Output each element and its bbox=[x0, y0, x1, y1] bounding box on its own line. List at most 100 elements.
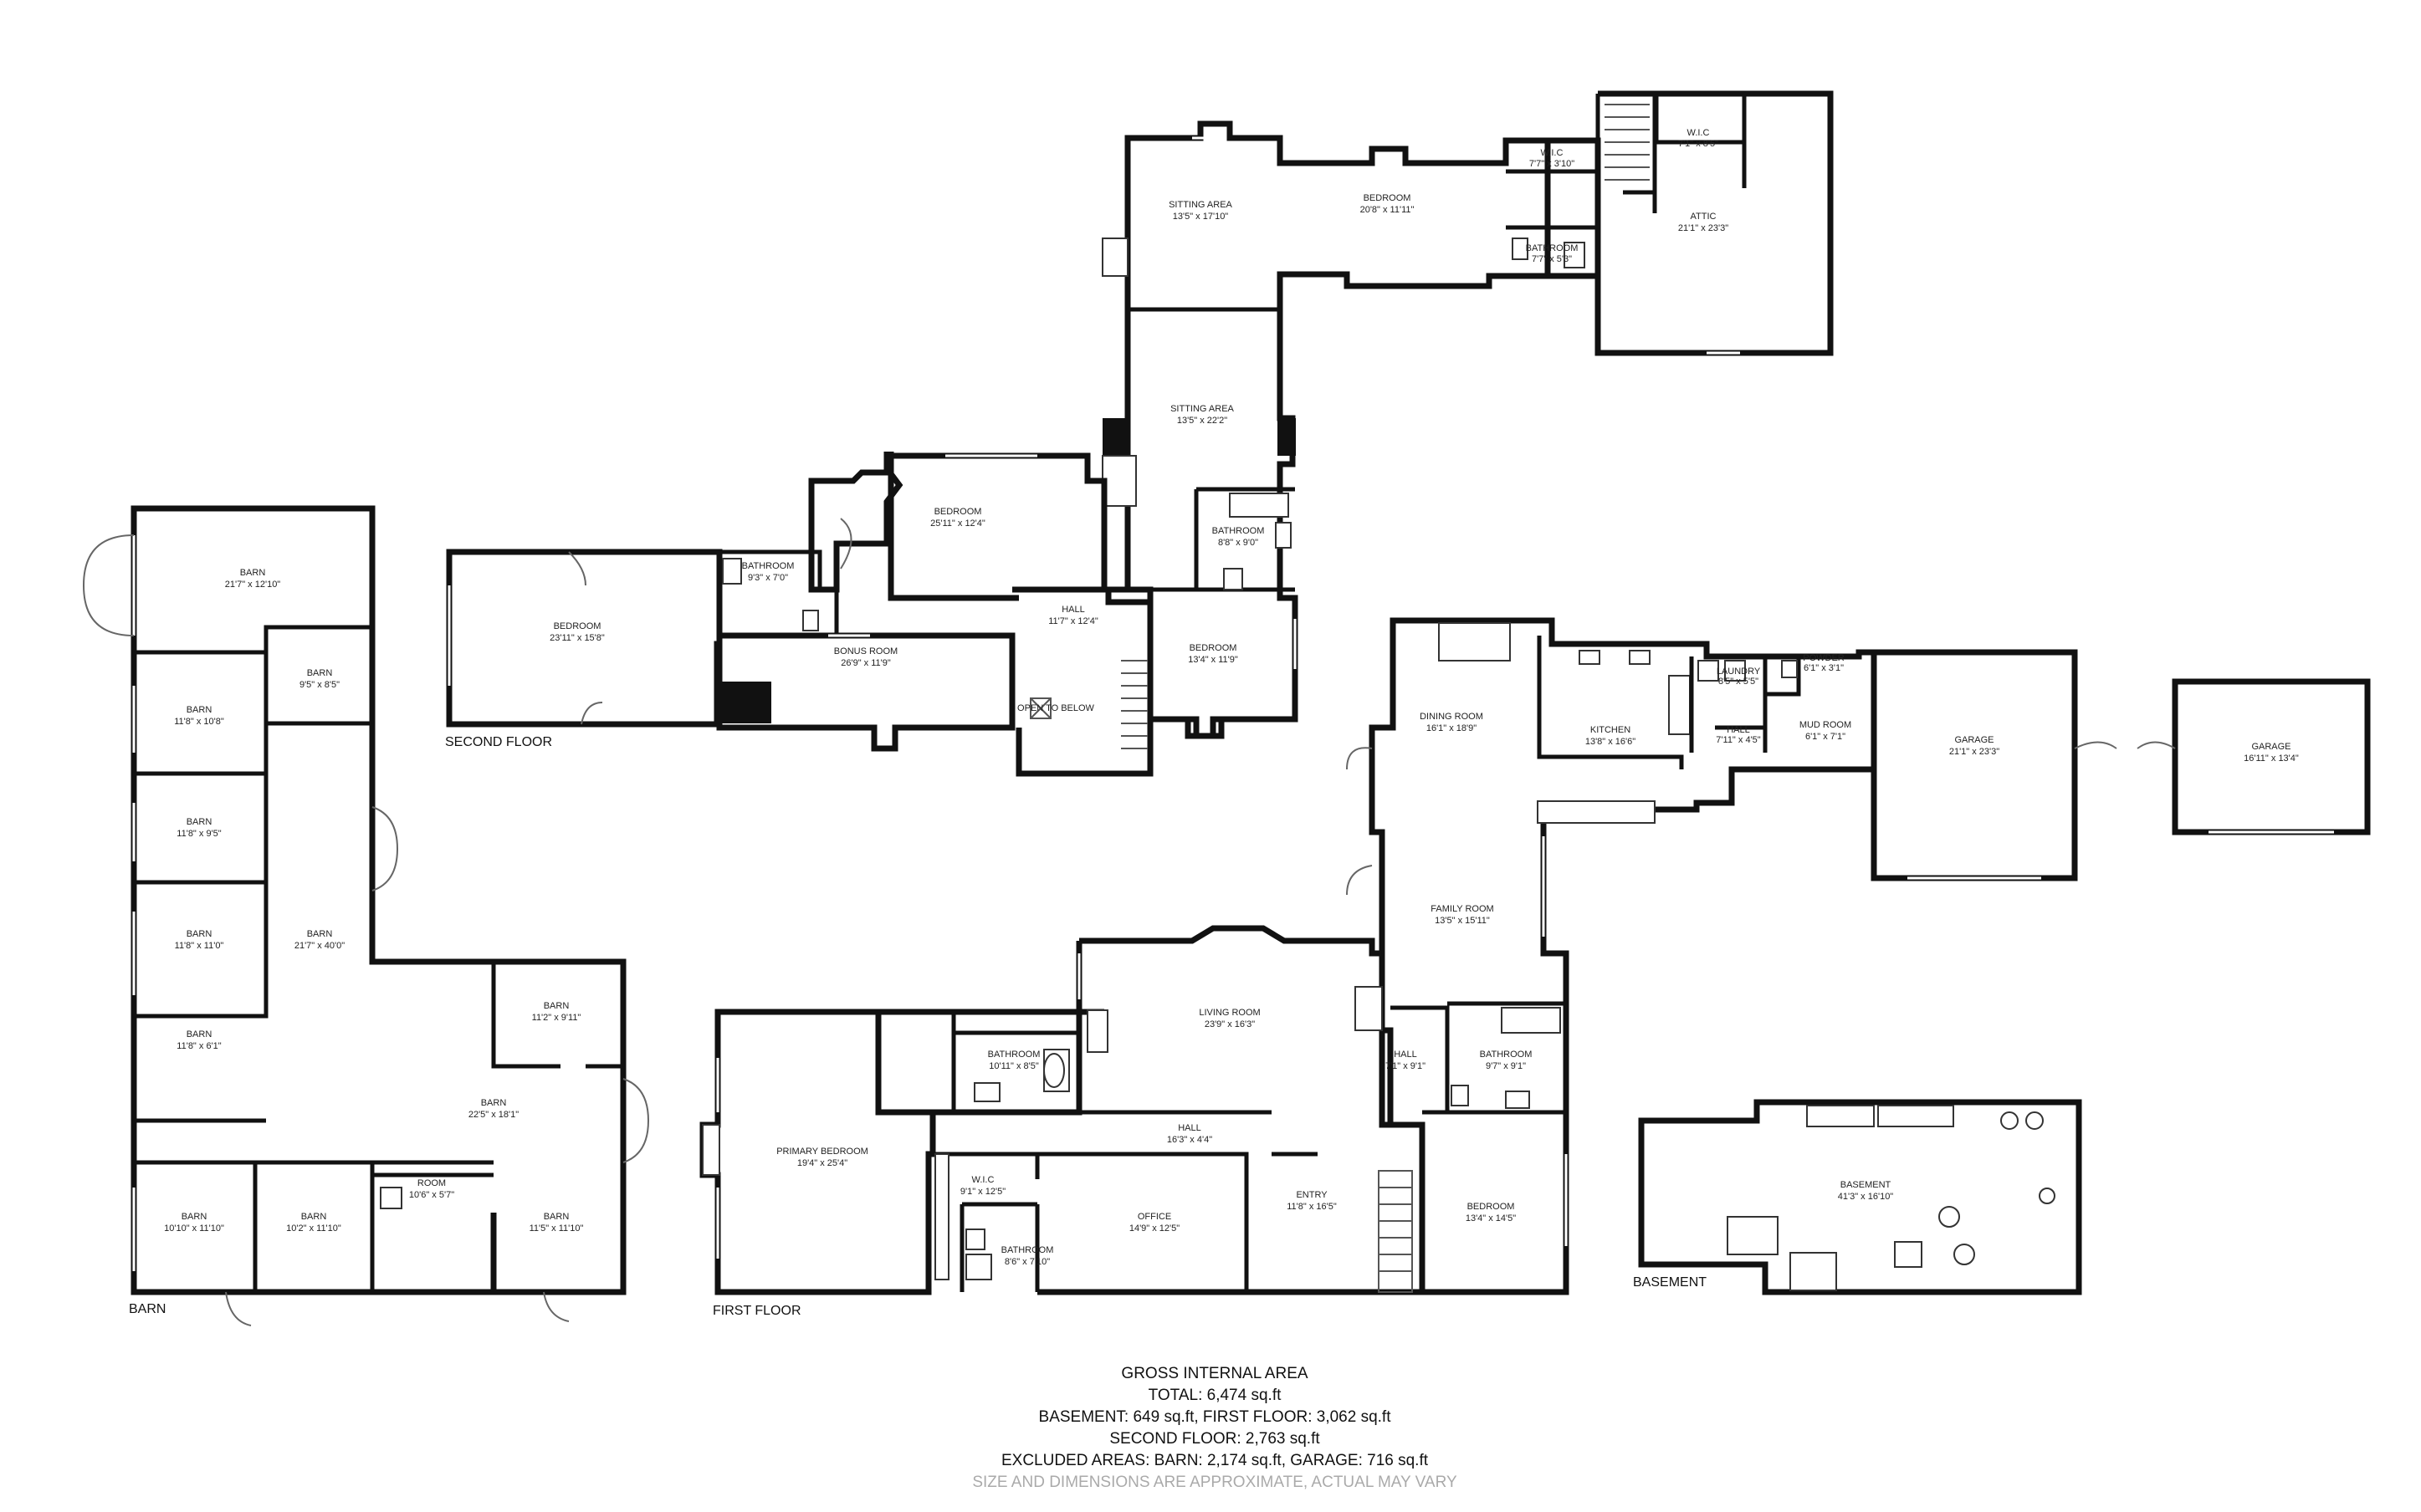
room-name: BARN bbox=[182, 1212, 207, 1222]
room-dimension: 7'1" x 8'5" bbox=[1678, 139, 1718, 149]
room-dimension: 7'11" x 4'5" bbox=[1716, 735, 1760, 745]
room-dimension: 11'8" x 11'0" bbox=[175, 941, 224, 951]
room-dimension: 21'7" x 12'10" bbox=[225, 580, 281, 590]
room-name: SITTING AREA bbox=[1170, 404, 1234, 414]
room-dimension: 10'2" x 11'10" bbox=[286, 1223, 341, 1234]
room-dimension: 13'5" x 22'2" bbox=[1177, 416, 1227, 426]
room-name: BARN bbox=[307, 929, 333, 939]
room-dimension: 14'9" x 12'5" bbox=[1129, 1223, 1180, 1234]
room-name: W.I.C bbox=[1687, 128, 1710, 138]
room-name: HALL bbox=[1062, 605, 1085, 615]
room-dimension: 9'3" x 7'0" bbox=[748, 573, 788, 583]
room-dimension: 11'8" x 6'1" bbox=[177, 1041, 221, 1051]
room-dimension: 11'5" x 11'10" bbox=[530, 1223, 584, 1234]
room-name: BEDROOM bbox=[1190, 643, 1237, 653]
room-dimension: 11'8" x 16'5" bbox=[1287, 1202, 1337, 1212]
room-name: LIVING ROOM bbox=[1199, 1008, 1260, 1018]
room-dimension: 13'4" x 11'9" bbox=[1188, 655, 1238, 665]
room-name: GARAGE bbox=[2251, 742, 2290, 752]
room-name: BARN bbox=[481, 1098, 507, 1108]
room-dimension: 10'6" x 5'7" bbox=[409, 1190, 454, 1200]
room-dimension: 6'1" x 3'1" bbox=[1804, 663, 1844, 673]
room-dimension: 8'5" x 5'5" bbox=[1718, 677, 1758, 687]
room-dimension: 13'5" x 15'11" bbox=[1435, 916, 1490, 926]
room-dimension: 13'8" x 16'6" bbox=[1585, 737, 1635, 747]
room-dimension: 23'9" x 16'3" bbox=[1205, 1019, 1255, 1029]
room-name: KITCHEN bbox=[1590, 725, 1630, 735]
room-name: BATHROOM bbox=[1526, 243, 1579, 253]
room-dimension: 26'9" x 11'9" bbox=[841, 658, 891, 668]
room-dimension: 21'7" x 40'0" bbox=[294, 941, 345, 951]
room-dimension: 11'2" x 9'11" bbox=[532, 1013, 581, 1023]
room-name: BEDROOM bbox=[1467, 1202, 1515, 1212]
room-dimension: 25'11" x 12'4" bbox=[930, 518, 985, 529]
room-name: BARN bbox=[301, 1212, 327, 1222]
room-name: OPEN TO BELOW bbox=[1017, 703, 1095, 713]
room-name: POWDER bbox=[1803, 653, 1845, 663]
room-name: ATTIC bbox=[1691, 212, 1717, 222]
room-dimension: 10'10" x 11'10" bbox=[164, 1223, 224, 1234]
room-name: BASEMENT bbox=[1840, 1180, 1891, 1190]
room-name: W.I.C bbox=[972, 1175, 995, 1185]
room-dimension: 6'1" x 7'1" bbox=[1805, 732, 1845, 742]
room-name: BARN bbox=[187, 929, 212, 939]
area-second: SECOND FLOOR: 2,763 sq.ft bbox=[1109, 1430, 1320, 1448]
second-floor-plan bbox=[446, 90, 1834, 777]
room-name: BATHROOM bbox=[988, 1050, 1041, 1060]
room-name: GARAGE bbox=[1954, 735, 1994, 745]
room-dimension: 21'1" x 23'3" bbox=[1949, 747, 1999, 757]
room-name: LAUNDRY bbox=[1717, 667, 1761, 677]
room-dimension: 9'1" x 12'5" bbox=[960, 1187, 1006, 1197]
room-name: SITTING AREA bbox=[1169, 200, 1232, 210]
room-dimension: 9'5" x 8'5" bbox=[299, 680, 340, 690]
attic-stairs bbox=[1605, 104, 1650, 181]
room-dimension: 9'7" x 9'1" bbox=[1486, 1061, 1526, 1071]
room-name: BARN bbox=[187, 817, 212, 827]
room-name: BARN bbox=[544, 1212, 570, 1222]
room-name: BARN bbox=[544, 1001, 570, 1011]
room-name: BATHROOM bbox=[1001, 1245, 1054, 1255]
room-name: OFFICE bbox=[1138, 1212, 1171, 1222]
room-name: FAMILY ROOM bbox=[1431, 904, 1493, 914]
room-dimension: 16'3" x 4'4" bbox=[1167, 1135, 1212, 1145]
room-name: BARN bbox=[307, 668, 333, 678]
room-name: BARN bbox=[240, 568, 266, 578]
barn-label: BARN bbox=[129, 1302, 166, 1316]
area-total: TOTAL: 6,474 sq.ft bbox=[1149, 1387, 1282, 1404]
first-floor-label: FIRST FLOOR bbox=[713, 1304, 801, 1318]
area-summary: GROSS INTERNAL AREA TOTAL: 6,474 sq.ft B… bbox=[972, 1365, 1457, 1491]
room-name: MUD ROOM bbox=[1799, 720, 1851, 730]
room-dimension: 16'11" x 13'4" bbox=[2244, 753, 2299, 764]
basement-plan bbox=[1638, 1099, 2082, 1295]
room-dimension: 11'7" x 12'4" bbox=[1048, 616, 1098, 626]
room-name: ENTRY bbox=[1296, 1190, 1328, 1200]
room-dimension: 8'8" x 9'0" bbox=[1218, 538, 1258, 548]
room-name: BARN bbox=[187, 705, 212, 715]
room-dimension: 10'11" x 8'5" bbox=[989, 1061, 1039, 1071]
room-dimension: 41'3" x 16'10" bbox=[1838, 1192, 1894, 1202]
room-dimension: 13'5" x 17'10" bbox=[1173, 212, 1229, 222]
room-name: HALL bbox=[1394, 1050, 1417, 1060]
room-dimension: 16'1" x 18'9" bbox=[1426, 723, 1477, 733]
room-dimension: 11'8" x 10'8" bbox=[174, 717, 224, 727]
room-labels: SITTING AREA 13'5" x 17'10" BEDROOM 20'8… bbox=[164, 128, 2299, 1267]
first-floor-plan bbox=[699, 617, 2371, 1295]
room-dimension: 8'6" x 7'10" bbox=[1005, 1257, 1050, 1267]
room-name: HALL bbox=[1727, 725, 1750, 735]
area-heading: GROSS INTERNAL AREA bbox=[1121, 1365, 1308, 1382]
area-excluded: EXCLUDED AREAS: BARN: 2,174 sq.ft, GARAG… bbox=[1001, 1452, 1429, 1469]
room-dimension: 13'4" x 14'5" bbox=[1466, 1213, 1516, 1223]
room-name: BEDROOM bbox=[554, 621, 601, 631]
room-name: PRIMARY BEDROOM bbox=[776, 1147, 868, 1157]
barn-plan bbox=[83, 505, 649, 1326]
room-name: BARN bbox=[187, 1029, 212, 1040]
area-basement-first: BASEMENT: 649 sq.ft, FIRST FLOOR: 3,062 … bbox=[1039, 1408, 1392, 1426]
room-name: HALL bbox=[1178, 1123, 1201, 1133]
room-dimension: 21'1" x 23'3" bbox=[1678, 223, 1728, 233]
room-dimension: 7'1" x 9'1" bbox=[1385, 1061, 1425, 1071]
room-dimension: 7'7" x 5'3" bbox=[1532, 254, 1572, 264]
area-disclaimer: SIZE AND DIMENSIONS ARE APPROXIMATE, ACT… bbox=[972, 1474, 1457, 1491]
room-name: BATHROOM bbox=[1212, 526, 1265, 536]
room-name: ROOM bbox=[417, 1178, 446, 1188]
